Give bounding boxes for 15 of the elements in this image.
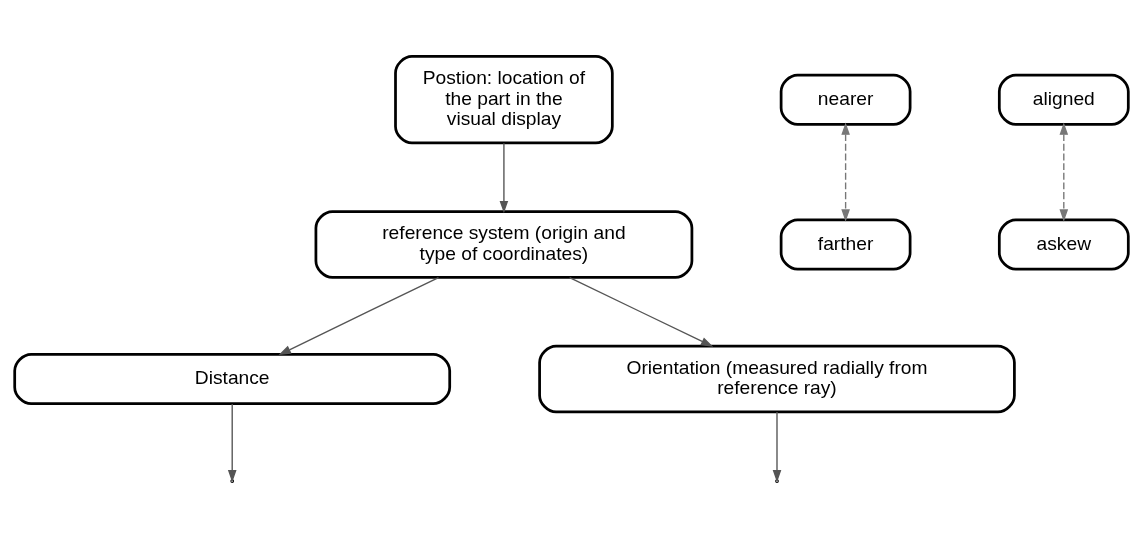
arrow <box>841 122 850 222</box>
arrow <box>278 276 440 356</box>
arrow <box>772 411 782 483</box>
arrow <box>1059 122 1069 222</box>
node-box: Orientation (measured radially from reference ray) <box>538 344 1016 414</box>
node-box: askew <box>997 218 1130 271</box>
node-box: Distance <box>13 352 452 406</box>
arrow <box>499 142 509 214</box>
node-box: farther <box>779 218 912 271</box>
arrow <box>569 276 714 347</box>
node-box: nearer <box>779 73 912 126</box>
arrow <box>227 403 237 483</box>
node-box: Postion: location of the part in the visual display <box>394 55 614 145</box>
node-box: aligned <box>997 73 1130 126</box>
node-box: reference system (origin and type of coordinates) <box>314 210 694 279</box>
